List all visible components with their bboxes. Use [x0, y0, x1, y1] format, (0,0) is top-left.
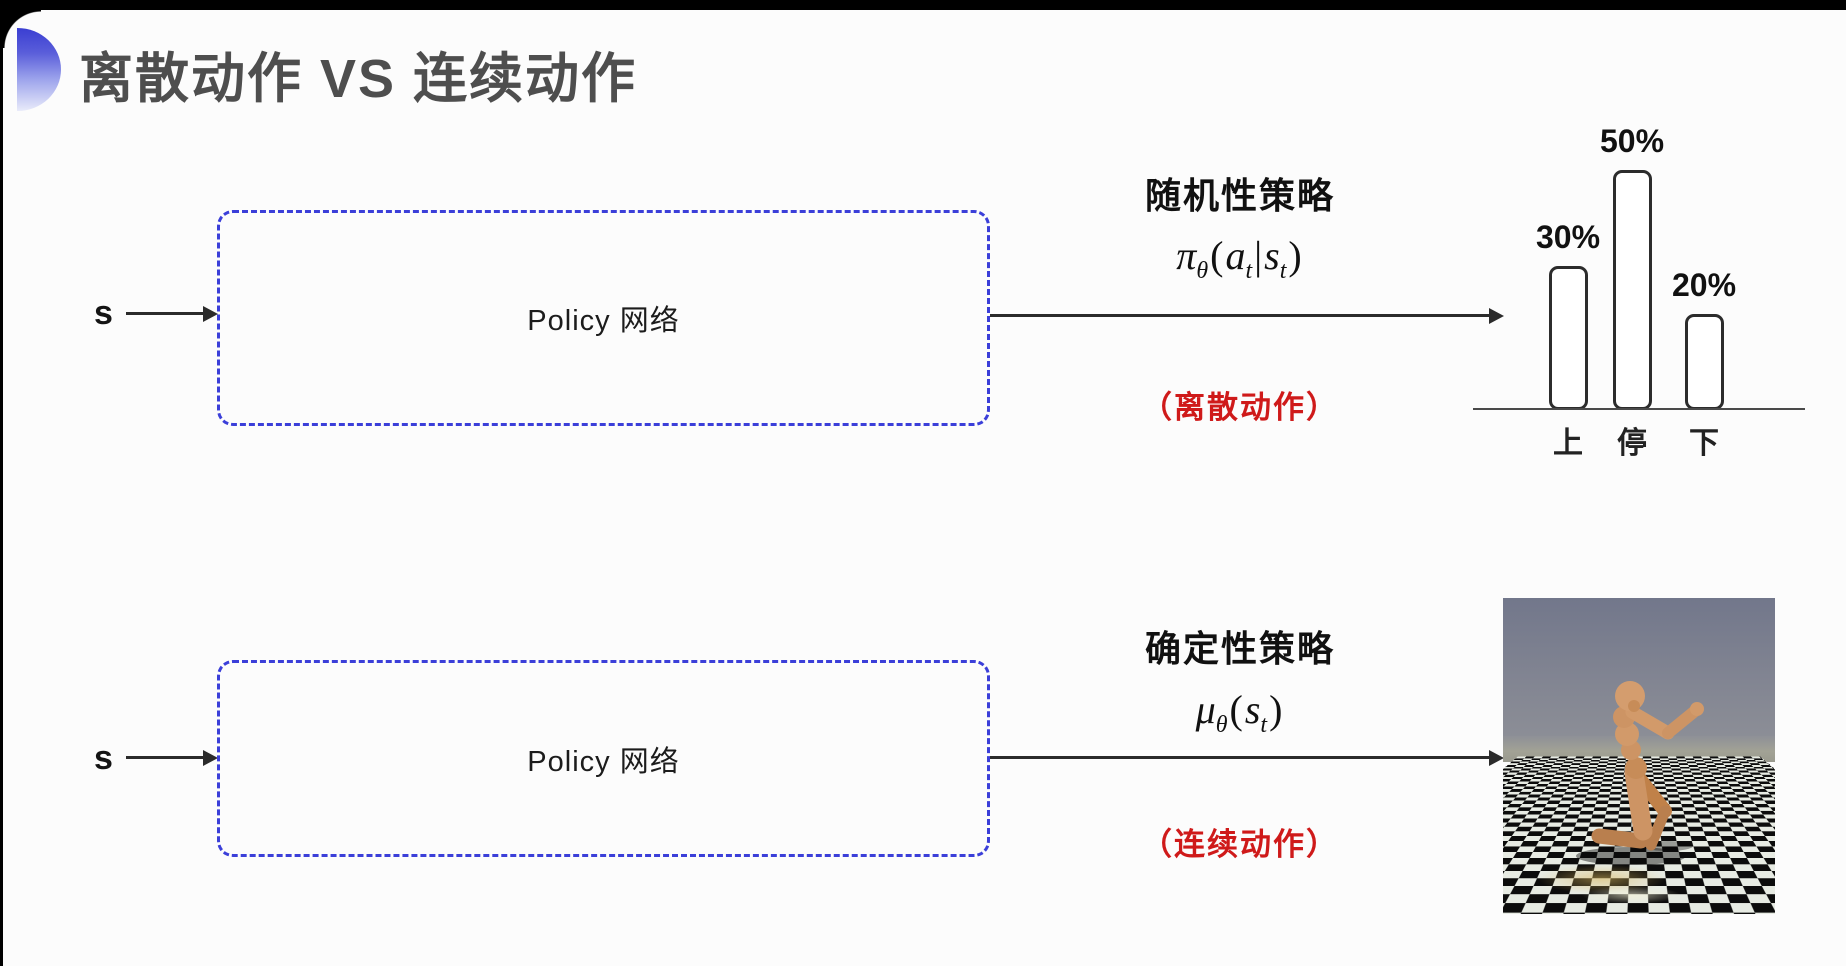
stochastic-policy-title: 随机性策略	[1144, 175, 1335, 216]
chart-baseline	[1473, 408, 1805, 410]
bar-value-down: 20%	[1671, 267, 1737, 303]
bar-down	[1684, 314, 1724, 410]
formula-s-sub2: t	[1260, 712, 1268, 738]
formula-bar: |	[1254, 233, 1263, 278]
formula-s-sub: t	[1279, 258, 1287, 284]
formula-a: a	[1225, 233, 1246, 278]
input-arrow-line-bottom	[126, 756, 204, 759]
category-label-up: 上	[1553, 427, 1583, 460]
policy-network-box-bottom: Policy 网络	[217, 660, 990, 857]
formula-theta-sub: θ	[1196, 258, 1209, 284]
category-label-stop: 停	[1617, 427, 1647, 460]
state-input-label-bottom: s	[94, 739, 113, 777]
continuous-action-note: （连续动作）	[1141, 827, 1339, 862]
page-title: 离散动作 VS 连续动作	[79, 49, 638, 109]
output-arrow-head-top	[1489, 308, 1504, 324]
stochastic-policy-formula: πθ(at|st)	[1050, 232, 1430, 285]
bar-stop	[1612, 170, 1652, 410]
deterministic-policy-title: 确定性策略	[1144, 628, 1335, 669]
action-probability-chart: 30% 50% 20% 上 停 下	[1473, 100, 1805, 460]
humanoid-image	[1503, 598, 1775, 914]
formula-close-paren: )	[1288, 233, 1302, 278]
input-arrow-head-bottom	[203, 750, 218, 766]
formula-pi: π	[1176, 233, 1197, 278]
formula-a-sub: t	[1245, 258, 1253, 284]
formula-s: s	[1264, 233, 1280, 278]
input-arrow-line-top	[126, 312, 204, 315]
humanoid-image-sky	[1503, 598, 1775, 750]
title-bullet-icon	[17, 28, 61, 111]
output-arrow-head-bottom	[1489, 750, 1504, 766]
floor-reflection-glow-2	[1581, 886, 1681, 904]
formula-close-paren2: )	[1269, 687, 1283, 732]
bar-up	[1548, 266, 1588, 410]
state-input-label-top: s	[94, 294, 113, 332]
bar-column-up: 30%	[1523, 219, 1613, 410]
formula-open-paren2: (	[1229, 687, 1243, 732]
policy-network-label-top: Policy 网络	[527, 305, 680, 337]
top-black-edge	[0, 0, 1846, 10]
output-arrow-line-top	[990, 314, 1490, 317]
left-black-edge	[0, 0, 3, 966]
bar-value-stop: 50%	[1599, 123, 1665, 159]
category-label-down: 下	[1689, 427, 1719, 460]
formula-mu: μ	[1195, 687, 1216, 732]
bar-column-stop: 50%	[1587, 123, 1677, 410]
bar-value-up: 30%	[1535, 219, 1601, 255]
bar-column-down: 20%	[1659, 267, 1749, 410]
discrete-action-note: （离散动作）	[1141, 390, 1339, 425]
output-arrow-line-bottom	[990, 756, 1490, 759]
policy-network-box-top: Policy 网络	[217, 210, 990, 426]
humanoid-robot-figure	[1576, 681, 1704, 865]
formula-open-paren: (	[1210, 233, 1224, 278]
formula-s2: s	[1244, 687, 1261, 732]
deterministic-policy-formula: μθ(st)	[1050, 686, 1430, 739]
policy-network-label-bottom: Policy 网络	[527, 745, 680, 778]
input-arrow-head-top	[203, 306, 218, 322]
formula-theta-sub2: θ	[1215, 712, 1228, 738]
